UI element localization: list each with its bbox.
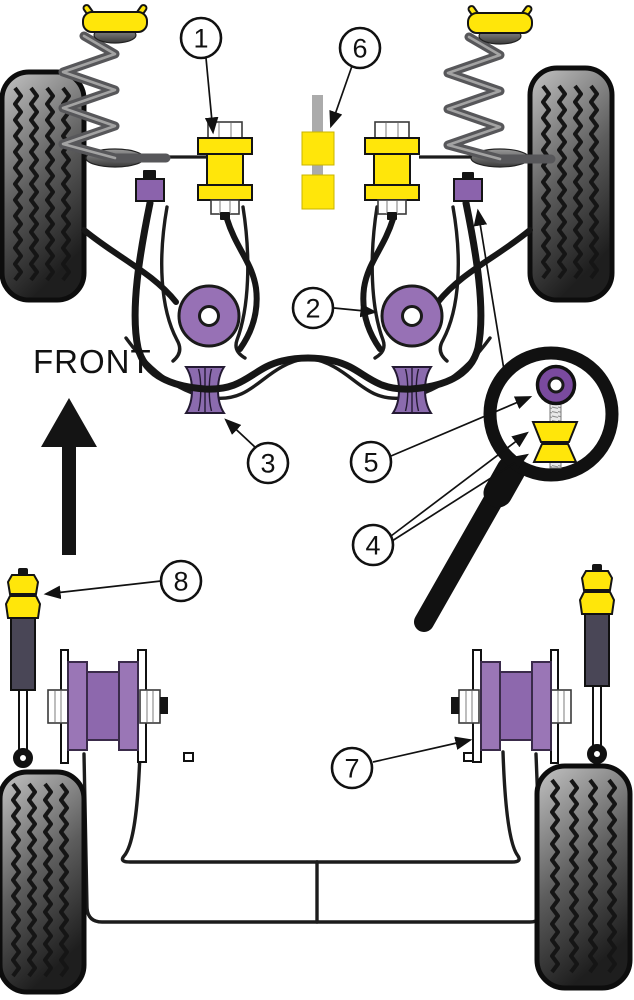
magnifier-collar (483, 455, 526, 508)
magnifier-indicator-line (473, 208, 505, 371)
rear-left-shock-bush-lower (4, 595, 42, 619)
drop-link-lower-washer (532, 443, 578, 463)
rear-right-shock-bush-lower (578, 591, 616, 615)
callout-1-number: 1 (193, 24, 208, 54)
callout-2-circle (291, 286, 335, 330)
callout-7: 7 (330, 736, 473, 790)
anti-roll-bar (131, 199, 485, 393)
rear-right-tire (534, 763, 633, 991)
callout-4-circle (351, 523, 395, 567)
rear-left-shock (4, 568, 42, 768)
right-coil-spring-highlight (446, 35, 502, 161)
left-strut-top-mount (82, 4, 148, 33)
callout-4-number: 4 (365, 531, 380, 561)
rear-beam-outline (82, 750, 544, 924)
left-arb-end-link (197, 121, 253, 220)
rear-right-shock-bush-upper (580, 570, 614, 591)
left-drop-link-bush (135, 170, 165, 202)
callout-4-leader-lower (391, 453, 530, 542)
left-coil-spring-highlight (61, 34, 117, 160)
front-direction-label: FRONT (33, 343, 152, 380)
rear-left-tire (0, 769, 87, 995)
callout-4-leader-upper (390, 431, 529, 537)
callout-3-number: 3 (260, 449, 275, 479)
right-wishbone-bush (380, 284, 444, 348)
callout-1: 1 (179, 16, 223, 135)
left-lower-arm (81, 227, 179, 305)
beam-bracket-right (463, 752, 474, 762)
callout-7-leader (372, 736, 473, 763)
rear-right-shock-body (584, 613, 610, 687)
callout-4: 4 (351, 431, 530, 567)
rear-right-shock-eye (587, 744, 607, 764)
callout-5-number: 5 (363, 448, 378, 478)
rear-left-shock-bush-upper (6, 574, 40, 595)
front-direction-arrow (41, 398, 97, 555)
callout-5-leader (390, 396, 533, 457)
callout-6: 6 (329, 26, 382, 129)
callout-8-number: 8 (173, 567, 188, 597)
callout-7-circle (330, 746, 374, 790)
left-arb-end (224, 216, 260, 352)
beam-bracket-left (183, 752, 194, 762)
rear-left-shock-rod (18, 689, 28, 753)
callout-2-leader (333, 303, 378, 318)
callout-1-leader (204, 57, 219, 135)
rack-mount-upper (301, 131, 335, 166)
right-lower-arm (435, 227, 533, 305)
callout-6-number: 6 (352, 34, 367, 64)
right-arb-end-link (364, 121, 420, 220)
steering-rack-mounts (301, 95, 335, 210)
rack-mount-lower (301, 174, 335, 210)
right-strut-top-mount (467, 5, 533, 34)
callout-2-number: 2 (305, 294, 320, 324)
callout-3: 3 (224, 418, 290, 485)
right-arb-end (360, 216, 396, 352)
callout-6-circle (338, 26, 382, 70)
rear-right-nut-hex (458, 689, 480, 724)
callout-8-circle (159, 559, 203, 603)
callout-3-circle (246, 441, 290, 485)
callout-1-circle (179, 16, 223, 60)
callout-2: 2 (291, 286, 378, 330)
rear-left-bolt-hex (47, 689, 69, 724)
rear-left-nut-hex (139, 689, 161, 724)
rear-left-beam-mount-bush (47, 649, 168, 764)
callout-8-leader (43, 580, 162, 600)
rear-right-beam-mount-bush (451, 649, 572, 764)
magnified-drop-link-detail (531, 364, 579, 469)
front-left-tire (0, 69, 87, 303)
callout-5-circle (349, 440, 393, 484)
left-wishbone-bush (177, 284, 241, 348)
drop-link-top-bush-hole (547, 376, 565, 394)
callout-5: 5 (349, 396, 533, 484)
callout-3-leader (224, 418, 257, 449)
rear-left-shock-eye (13, 748, 33, 768)
callout-8: 8 (43, 559, 203, 603)
right-drop-link-bush (453, 172, 483, 202)
rear-right-bolt-tip (451, 697, 459, 714)
callout-7-number: 7 (344, 754, 359, 784)
drop-link-upper-washer (531, 421, 579, 443)
rear-right-bolt-hex (550, 689, 572, 724)
rear-right-shock-rod (592, 685, 602, 749)
rear-left-bolt-tip (160, 697, 168, 714)
callout-6-leader (329, 65, 353, 129)
rear-left-shock-body (10, 617, 36, 691)
front-right-tire (527, 65, 615, 303)
rear-right-shock (578, 564, 616, 764)
